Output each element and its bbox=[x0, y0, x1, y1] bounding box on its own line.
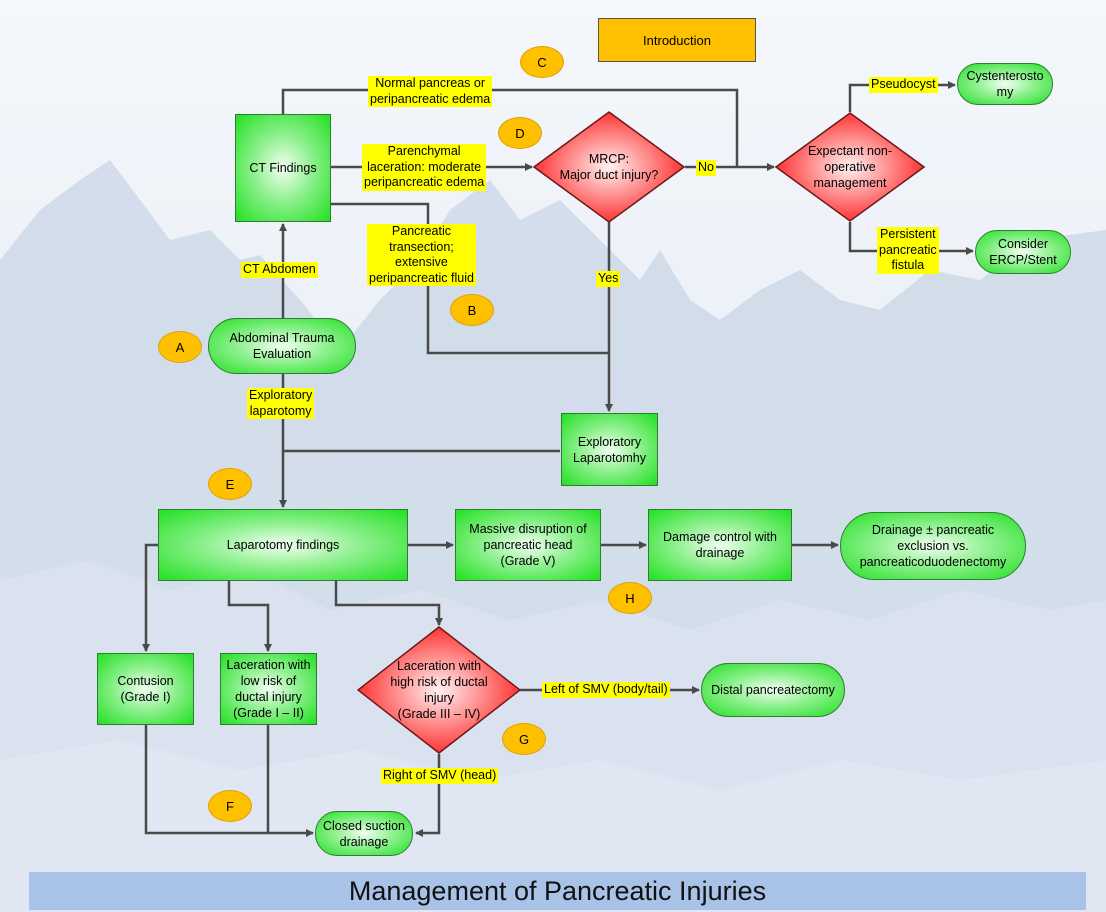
expectant-diamond: Expectant non- operative management bbox=[775, 112, 925, 222]
ct-findings-text: CT Findings bbox=[249, 161, 317, 175]
label-ct-abdomen: CT Abdomen bbox=[241, 262, 318, 278]
label-parenchymal: Parenchymal laceration: moderate peripan… bbox=[362, 144, 487, 191]
marker-d[interactable]: D bbox=[498, 117, 542, 149]
label-persistent-line1: Persistent bbox=[880, 227, 936, 241]
label-exploratory-line2: laparotomy bbox=[249, 403, 312, 418]
abdominal-trauma-text: Abdominal Trauma Evaluation bbox=[229, 331, 335, 361]
lowrisk-line4: (Grade I – II) bbox=[233, 706, 304, 720]
marker-h[interactable]: H bbox=[608, 582, 652, 614]
label-transection-line4: peripancreatic fluid bbox=[369, 270, 474, 285]
edge-lap-lowrisk bbox=[227, 581, 272, 652]
marker-f[interactable]: F bbox=[208, 790, 252, 822]
label-transection: Pancreatic transection; extensive peripa… bbox=[367, 224, 476, 286]
mrcp-line1: MRCP: bbox=[588, 152, 630, 166]
label-transection-line2: transection; bbox=[389, 239, 454, 254]
cystenterostomy-line1: Cystenterosto bbox=[966, 69, 1044, 83]
closed-line1: Closed suction bbox=[323, 818, 405, 833]
consider-ercp-line2: ERCP/Stent bbox=[989, 253, 1057, 267]
consider-ercp-line1: Consider bbox=[997, 237, 1048, 251]
drainage-exclusion-node: Drainage ± pancreatic exclusion vs. panc… bbox=[840, 512, 1026, 580]
abdominal-trauma-node: Abdominal Trauma Evaluation bbox=[208, 318, 356, 374]
marker-g[interactable]: G bbox=[502, 723, 546, 755]
lowrisk-line3: ductal injury bbox=[235, 690, 302, 704]
label-parenchymal-line3: peripancreatic edema bbox=[364, 175, 485, 189]
lowrisk-line2: low risk of bbox=[240, 674, 297, 688]
marker-e[interactable]: E bbox=[208, 468, 252, 500]
damage-line1: Damage control with bbox=[663, 530, 777, 544]
label-persistent-line3: fistula bbox=[891, 258, 925, 272]
distal-text: Distal pancreatectomy bbox=[711, 683, 835, 697]
label-normal-line2: peripancreatic edema bbox=[370, 91, 491, 106]
marker-b[interactable]: B bbox=[450, 294, 494, 326]
damage-control-box: Damage control with drainage bbox=[648, 509, 792, 581]
highrisk-line4: (Grade III – IV) bbox=[397, 707, 481, 721]
label-persistent-line2: pancreatic bbox=[879, 242, 937, 257]
highrisk-line3: injury bbox=[424, 691, 454, 705]
contusion-line1: Contusion bbox=[117, 674, 174, 688]
high-risk-laceration-diamond: Laceration with high risk of ductal inju… bbox=[357, 626, 521, 754]
edge-contusion-closed bbox=[144, 725, 314, 837]
drainage-line3: pancreaticoduodenectomy bbox=[859, 555, 1007, 569]
label-right-smv: Right of SMV (head) bbox=[381, 768, 499, 784]
distal-pancreatectomy-node: Distal pancreatectomy bbox=[701, 663, 845, 717]
laparotomy-findings-box: Laparotomy findings bbox=[158, 509, 408, 581]
label-parenchymal-line1: Parenchymal bbox=[387, 144, 461, 158]
label-transection-line3: extensive bbox=[395, 255, 448, 269]
contusion-box: Contusion (Grade I) bbox=[97, 653, 194, 725]
label-persistent-fistula: Persistent pancreatic fistula bbox=[877, 227, 939, 274]
label-yes: Yes bbox=[596, 271, 621, 287]
massive-line1: Massive disruption of bbox=[469, 522, 587, 536]
edge-ct-normal bbox=[281, 88, 739, 166]
ct-findings-box: CT Findings bbox=[235, 114, 331, 222]
marker-a[interactable]: A bbox=[158, 331, 202, 363]
edge-lap-highrisk bbox=[334, 581, 443, 626]
exploratory-lap-line2: Laparotomhy bbox=[573, 450, 646, 465]
introduction-button[interactable]: Introduction bbox=[598, 18, 756, 62]
closed-line2: drainage bbox=[339, 834, 389, 849]
damage-line2: drainage bbox=[695, 546, 745, 560]
massive-line2: pancreatic head bbox=[483, 538, 573, 552]
expectant-line1: Expectant non- bbox=[807, 144, 893, 158]
label-normal-line1: Normal pancreas or bbox=[375, 76, 485, 90]
cystenterostomy-line2: my bbox=[996, 85, 1014, 99]
drainage-line2: exclusion vs. bbox=[897, 539, 969, 553]
consider-ercp-node: Consider ERCP/Stent bbox=[975, 230, 1071, 274]
expectant-line3: management bbox=[813, 176, 887, 190]
contusion-line2: (Grade I) bbox=[120, 690, 171, 704]
cystenterostomy-node: Cystenterosto my bbox=[957, 63, 1053, 105]
expectant-line2: operative bbox=[824, 160, 876, 174]
lowrisk-line1: Laceration with bbox=[226, 658, 311, 672]
label-no: No bbox=[696, 160, 716, 176]
marker-c[interactable]: C bbox=[520, 46, 564, 78]
label-parenchymal-line2: laceration: moderate bbox=[367, 159, 482, 174]
mrcp-diamond: MRCP: Major duct injury? bbox=[533, 111, 685, 223]
label-left-smv: Left of SMV (body/tail) bbox=[542, 682, 670, 698]
label-normal-pancreas: Normal pancreas or peripancreatic edema bbox=[368, 76, 493, 107]
highrisk-line2: high risk of ductal bbox=[390, 675, 488, 689]
highrisk-line1: Laceration with bbox=[396, 659, 482, 673]
edge-lap-contusion bbox=[142, 543, 158, 652]
label-exploratory-laparotomy: Exploratory laparotomy bbox=[247, 388, 315, 419]
label-exploratory-line1: Exploratory bbox=[249, 388, 313, 402]
exploratory-lap-line1: Exploratory bbox=[577, 434, 642, 449]
low-risk-laceration-box: Laceration with low risk of ductal injur… bbox=[220, 653, 317, 725]
edge-highrisk-closed bbox=[415, 754, 441, 837]
closed-suction-node: Closed suction drainage bbox=[315, 811, 413, 856]
laparotomy-findings-text: Laparotomy findings bbox=[226, 538, 340, 552]
drainage-line1: Drainage ± pancreatic bbox=[871, 523, 995, 537]
massive-disruption-box: Massive disruption of pancreatic head (G… bbox=[455, 509, 601, 581]
exploratory-laparotomy-box: Exploratory Laparotomhy bbox=[561, 413, 658, 486]
label-pseudocyst: Pseudocyst bbox=[869, 77, 938, 93]
massive-line3: (Grade V) bbox=[500, 554, 556, 568]
mrcp-line2: Major duct injury? bbox=[559, 168, 659, 182]
label-transection-line1: Pancreatic bbox=[391, 224, 451, 238]
page-title: Management of Pancreatic Injuries bbox=[29, 872, 1086, 910]
